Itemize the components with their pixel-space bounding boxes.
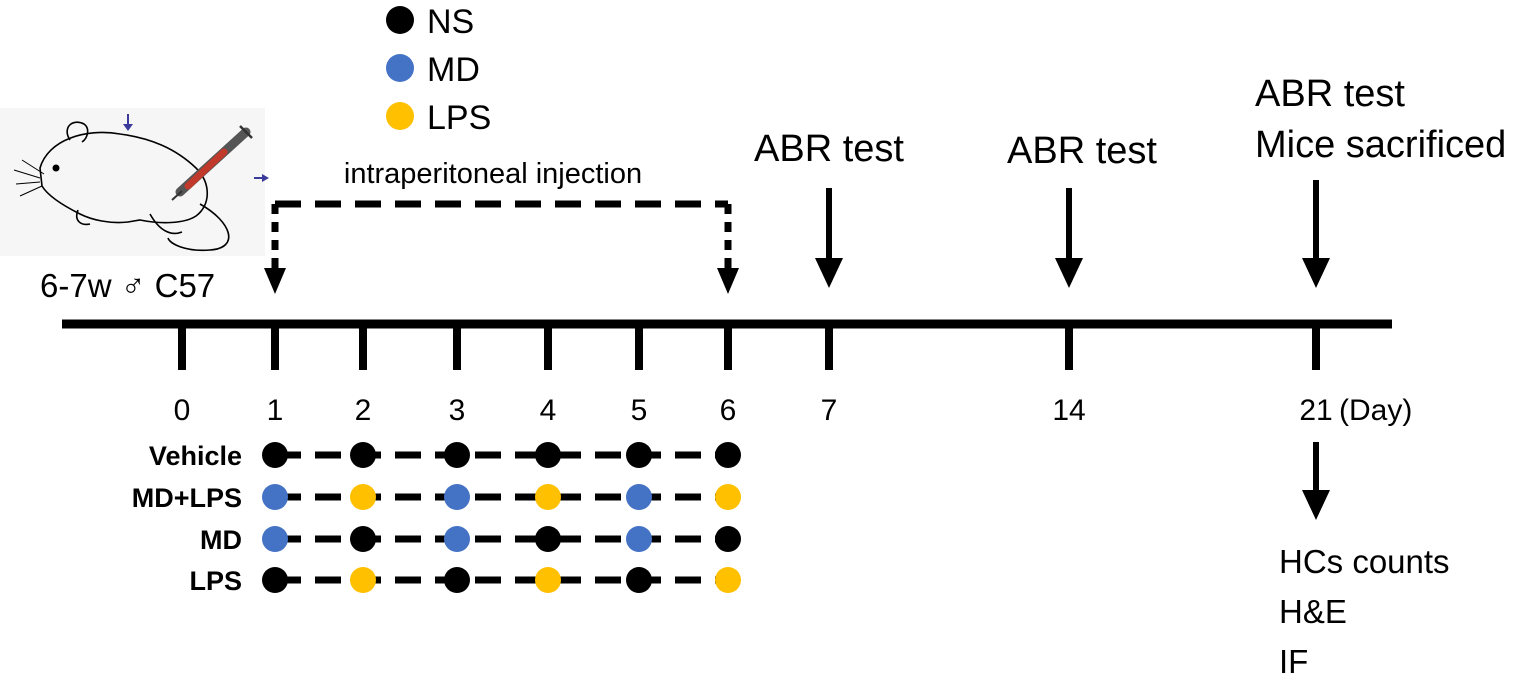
legend-dot-ns (386, 6, 414, 34)
day-tick-label-14: 14 (1052, 394, 1085, 427)
event-day21-arrowhead (1302, 258, 1330, 288)
group-lps-day5-ns-dot (626, 567, 652, 593)
group-md-day2-ns-dot (350, 526, 376, 552)
legend-item-ns: NS (386, 3, 474, 41)
outcomes: HCs counts H&E IF (1279, 442, 1450, 680)
day-tick-label-6: 6 (720, 394, 737, 427)
group-md-day4-ns-dot (535, 526, 561, 552)
group-lps-day3-ns-dot (444, 567, 470, 593)
legend-dot-lps (386, 102, 414, 130)
group-row-md: MD (200, 525, 741, 555)
event-day7-arrowhead (815, 258, 843, 288)
event-day21: ABR test Mice sacrificed (1255, 73, 1506, 288)
mouse-illustration (0, 108, 269, 256)
injection-end-arrowhead (717, 268, 739, 294)
group-vehicle-day6-ns-dot (715, 442, 741, 468)
group-vehicle-day5-ns-dot (626, 442, 652, 468)
day-tick-label-2: 2 (355, 394, 372, 427)
group-row-lps: LPS (189, 566, 741, 596)
timeline-axis: 0 1 2 3 4 5 6 7 14 21 (Day) (62, 319, 1412, 427)
legend-label-ns: NS (427, 3, 474, 41)
group-vehicle-day1-ns-dot (262, 442, 288, 468)
outcome-hcs-counts: HCs counts (1279, 543, 1450, 580)
day-tick-label-4: 4 (540, 394, 557, 427)
group-md-day5-md-dot (626, 526, 652, 552)
group-label-lps: LPS (189, 566, 242, 596)
subject-label: 6-7w ♂ C57 (40, 267, 215, 304)
group-md-lps-day1-md-dot (262, 484, 288, 510)
outcome-he: H&E (1279, 593, 1347, 630)
legend-label-md: MD (427, 51, 480, 89)
outcome-if: IF (1279, 643, 1308, 680)
group-vehicle-day4-ns-dot (535, 442, 561, 468)
group-vehicle-day2-ns-dot (350, 442, 376, 468)
group-row-vehicle: Vehicle (149, 441, 741, 471)
group-lps-day2-lps-dot (350, 567, 376, 593)
group-label-md: MD (200, 525, 242, 555)
injection-label: intraperitoneal injection (344, 158, 642, 190)
event-day7: ABR test (754, 128, 904, 288)
group-vehicle-day3-ns-dot (444, 442, 470, 468)
day-tick-label-7: 7 (821, 394, 838, 427)
group-md-lps-day5-md-dot (626, 484, 652, 510)
event-day21-label-2: Mice sacrificed (1255, 124, 1506, 166)
arrow-right-icon (254, 174, 269, 182)
group-md-lps-day4-lps-dot (535, 484, 561, 510)
event-day14-label: ABR test (1007, 130, 1157, 172)
legend-label-lps: LPS (427, 99, 491, 137)
group-lps-day1-ns-dot (262, 567, 288, 593)
day-ticks (178, 324, 1320, 370)
group-label-vehicle: Vehicle (149, 441, 242, 471)
day-tick-label-21: 21 (1299, 394, 1332, 427)
legend-item-lps: LPS (386, 99, 491, 137)
group-md-day3-md-dot (444, 526, 470, 552)
injection-bracket: intraperitoneal injection (264, 158, 739, 294)
event-day21-label-1: ABR test (1255, 73, 1405, 115)
legend-dot-md (386, 54, 414, 82)
day-tick-labels: 0 1 2 3 4 5 6 7 14 21 (174, 394, 1333, 427)
injection-start-arrowhead (264, 268, 286, 294)
group-md-day1-md-dot (262, 526, 288, 552)
group-md-lps-day6-lps-dot (715, 484, 741, 510)
arrow-down-icon (123, 114, 133, 131)
group-row-md-lps: MD+LPS (132, 483, 741, 513)
syringe-icon (171, 125, 253, 201)
day-tick-label-0: 0 (174, 394, 191, 427)
outcome-arrowhead (1302, 490, 1330, 520)
legend: NS MD LPS (386, 3, 491, 137)
day-tick-label-3: 3 (449, 394, 466, 427)
group-lps-day6-lps-dot (715, 567, 741, 593)
group-md-day6-ns-dot (715, 526, 741, 552)
group-lps-day4-lps-dot (535, 567, 561, 593)
day-tick-label-5: 5 (631, 394, 648, 427)
group-md-lps-day2-lps-dot (350, 484, 376, 510)
group-label-md-lps: MD+LPS (132, 483, 242, 513)
day-unit-label: (Day) (1339, 394, 1412, 427)
group-md-lps-day3-md-dot (444, 484, 470, 510)
day-tick-label-1: 1 (267, 394, 284, 427)
event-day14-arrowhead (1055, 258, 1083, 288)
event-day14: ABR test (1007, 130, 1157, 288)
event-day7-label: ABR test (754, 128, 904, 170)
legend-item-md: MD (386, 51, 480, 89)
